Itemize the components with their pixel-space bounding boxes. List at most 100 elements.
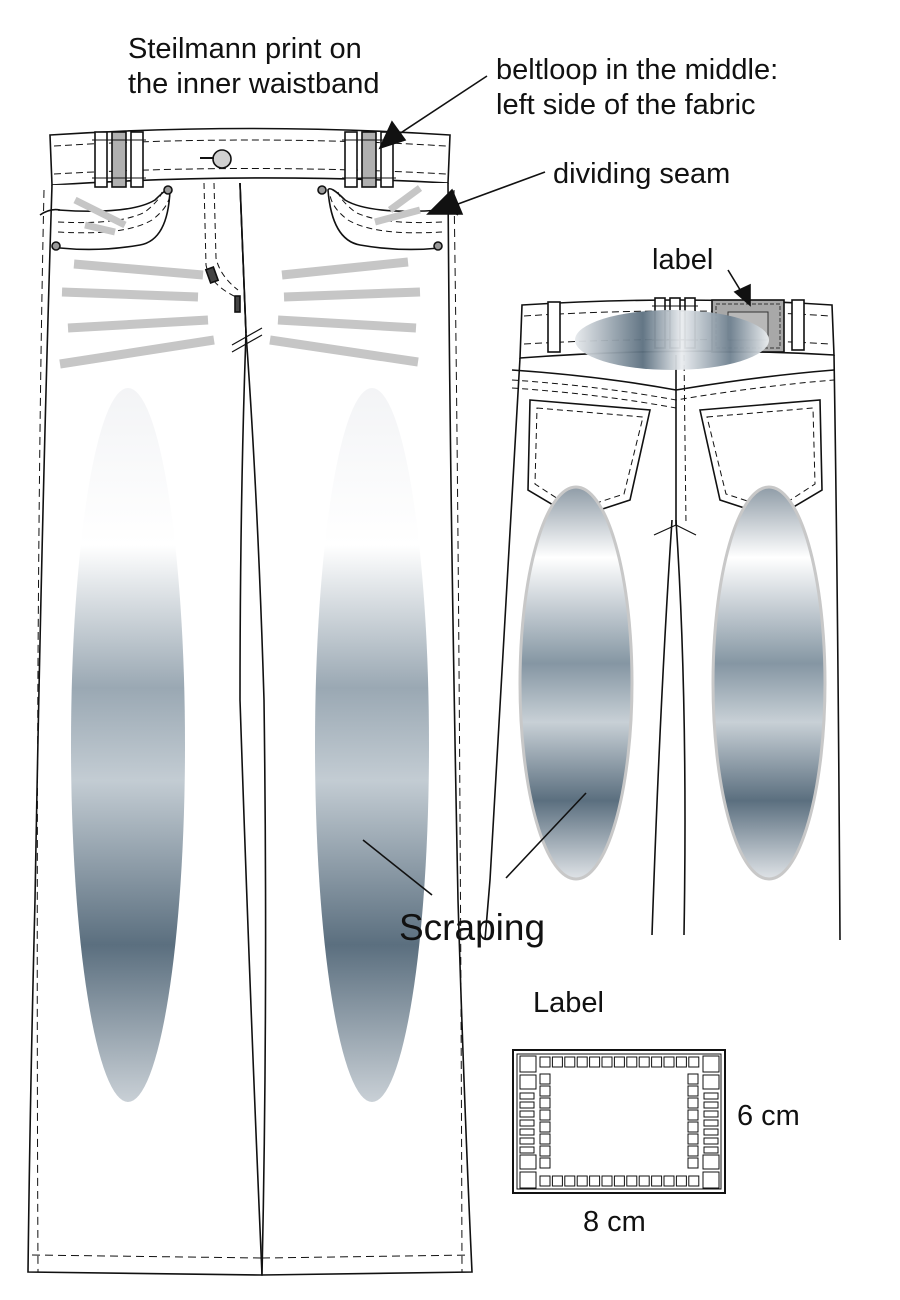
- front-right-pocket: [327, 187, 443, 251]
- label-square: [613, 1175, 625, 1187]
- back-right-pocket-stitch: [706, 407, 816, 511]
- label-inner-border: [516, 1053, 722, 1190]
- label-square: [688, 1056, 700, 1068]
- label-square: [702, 1154, 720, 1170]
- label-square: [687, 1109, 699, 1121]
- label-square: [539, 1085, 551, 1097]
- front-rivet: [51, 241, 61, 251]
- label-square: [703, 1110, 719, 1118]
- label-square: [519, 1154, 537, 1170]
- label-square: [638, 1175, 650, 1187]
- back-label-annotation: label: [652, 244, 714, 276]
- front-fly-bartack-2: [234, 295, 241, 313]
- label-square: [687, 1073, 699, 1085]
- label-square: [601, 1175, 613, 1187]
- scraping-leader-front: [362, 839, 433, 896]
- back-center-stitch: [683, 354, 687, 526]
- label-square: [703, 1128, 719, 1136]
- back-inseam-right: [675, 519, 686, 936]
- back-yoke-stitch-2: [511, 387, 677, 409]
- steilmann-annotation: Steilmann print on the inner waistband: [128, 32, 380, 102]
- front-crotch-mark: [231, 327, 263, 353]
- label-square: [539, 1133, 551, 1145]
- label-square: [702, 1171, 720, 1189]
- label-square: [626, 1056, 638, 1068]
- label-square: [687, 1085, 699, 1097]
- label-square: [564, 1175, 576, 1187]
- label-square: [626, 1175, 638, 1187]
- label-arrowhead: [733, 283, 751, 307]
- front-right-scraping: [315, 388, 429, 1102]
- label-square: [576, 1056, 588, 1068]
- front-beltloops-right: [342, 131, 396, 188]
- label-square: [702, 1055, 720, 1073]
- label-square: [663, 1175, 675, 1187]
- front-rivet: [163, 185, 173, 195]
- label-square: [519, 1092, 535, 1100]
- label-square: [651, 1056, 663, 1068]
- dividing-seam-annotation: dividing seam: [553, 158, 731, 190]
- front-right-outseam: [453, 189, 463, 1273]
- back-beltloop-right: [791, 299, 805, 351]
- label-square: [539, 1056, 551, 1068]
- beltloop-leader: [392, 75, 488, 139]
- front-fly-stitch-inner: [213, 182, 239, 291]
- label-square: [687, 1145, 699, 1157]
- back-left-scraping: [518, 485, 634, 881]
- back-seat-scraping: [575, 310, 769, 370]
- label-squares: [519, 1055, 720, 1189]
- label-square: [519, 1074, 537, 1090]
- label-square: [551, 1175, 563, 1187]
- label-square: [519, 1119, 535, 1127]
- back-yoke: [511, 369, 835, 391]
- label-square: [519, 1146, 535, 1154]
- back-left-pocket-stitch: [534, 407, 644, 511]
- label-square: [675, 1056, 687, 1068]
- beltloop-line-1: beltloop in the middle:: [496, 54, 779, 86]
- front-left-pocket-stitch-2: [57, 194, 171, 234]
- label-square: [687, 1133, 699, 1145]
- label-square: [651, 1175, 663, 1187]
- scraping-leader-back: [505, 792, 587, 879]
- label-square: [589, 1056, 601, 1068]
- back-inseam-left: [651, 519, 673, 936]
- label-square: [703, 1101, 719, 1109]
- beltloop-line-2: left side of the fabric: [496, 88, 756, 121]
- label-detail-title: Label: [533, 987, 604, 1019]
- label-square: [519, 1137, 535, 1145]
- back-left-leg: [484, 357, 521, 941]
- front-button: [212, 149, 232, 169]
- front-rivet: [317, 185, 327, 195]
- front-whiskers: [59, 185, 423, 369]
- label-square: [688, 1175, 700, 1187]
- back-right-pocket: [699, 399, 823, 519]
- label-square: [519, 1101, 535, 1109]
- label-square: [687, 1157, 699, 1169]
- back-beltloop-left: [547, 301, 561, 353]
- steilmann-line-1: Steilmann print on: [128, 33, 362, 65]
- label-square: [663, 1056, 675, 1068]
- label-square: [703, 1092, 719, 1100]
- front-fly-line: [239, 182, 247, 334]
- label-square: [564, 1056, 576, 1068]
- label-square: [551, 1056, 563, 1068]
- label-square: [703, 1146, 719, 1154]
- label-width-dimension: 8 cm: [583, 1206, 646, 1238]
- leader-lines: [362, 75, 751, 896]
- front-rivet: [433, 241, 443, 251]
- label-square: [539, 1097, 551, 1109]
- front-right-pocket-stitch: [337, 191, 443, 224]
- front-beltloops-left: [92, 131, 146, 188]
- label-square: [539, 1175, 551, 1187]
- label-square: [539, 1121, 551, 1133]
- label-square: [687, 1121, 699, 1133]
- dividing-seam-leader: [457, 171, 546, 205]
- back-right-scraping: [711, 485, 827, 881]
- front-right-pocket-stitch-2: [329, 194, 443, 234]
- front-fly-bartack: [204, 266, 220, 284]
- back-crotch: [653, 524, 697, 536]
- label-square: [638, 1056, 650, 1068]
- beltloop-annotation: beltloop in the middle: left side of the…: [496, 53, 778, 123]
- back-view: [484, 297, 841, 941]
